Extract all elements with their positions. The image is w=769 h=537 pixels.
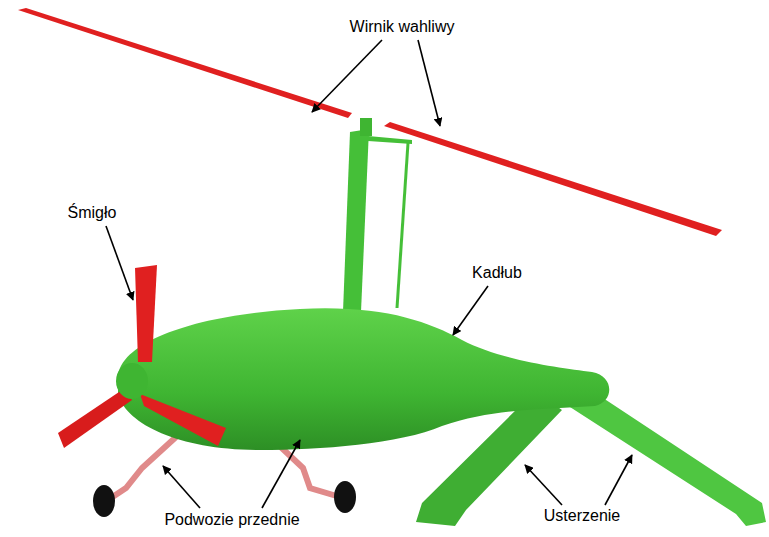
part-label: Wirnik wahliwy [350, 18, 455, 36]
propeller-blade [140, 394, 226, 446]
rotor-hub [360, 118, 372, 136]
fuselage [118, 308, 609, 450]
part-label: Usterzenie [544, 507, 620, 525]
wheel [334, 481, 356, 513]
rotor-blade [384, 122, 722, 236]
control-rod [397, 143, 408, 308]
part-label: Kadłub [472, 264, 522, 282]
part-label: Podwozie przednie [164, 511, 299, 529]
part-label: Śmigło [68, 204, 117, 222]
spinner [116, 363, 148, 399]
tail-fin [556, 396, 766, 526]
rotor-arm [368, 136, 412, 144]
wheel [93, 485, 115, 517]
propeller-blade [135, 265, 157, 362]
propeller-blade [58, 388, 132, 448]
rotor-mast [343, 129, 369, 312]
rotor-blade [18, 8, 352, 118]
leader-arrows [106, 40, 632, 508]
